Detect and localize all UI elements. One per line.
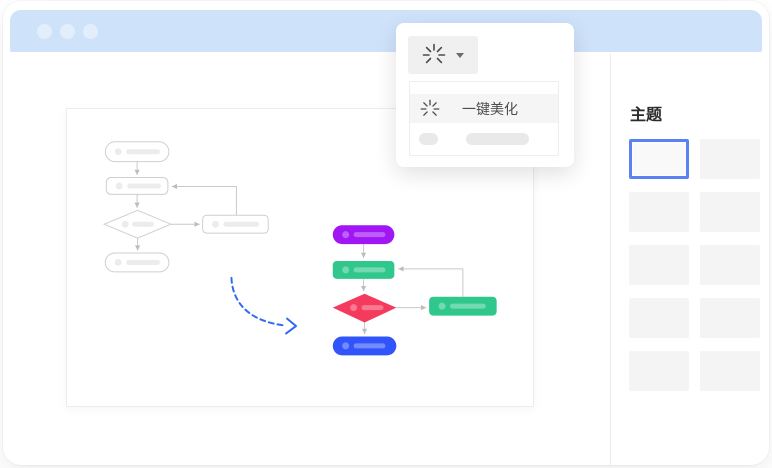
menu-item-beautify[interactable]: 一键美化 bbox=[410, 94, 558, 123]
beautify-menu: 一键美化 bbox=[409, 81, 559, 156]
menu-item-label: 一键美化 bbox=[462, 100, 518, 117]
connector bbox=[360, 244, 464, 334]
caret-down-icon bbox=[456, 52, 464, 58]
start-node-styled[interactable] bbox=[332, 225, 395, 245]
placeholder-pill bbox=[419, 133, 438, 145]
beautify-transition-arrow bbox=[230, 276, 298, 335]
window-dot[interactable] bbox=[37, 24, 52, 39]
sidebar-divider bbox=[610, 53, 611, 465]
sidebar-title: 主题 bbox=[630, 107, 663, 124]
side-process-node-styled[interactable] bbox=[429, 296, 497, 316]
window-dot[interactable] bbox=[60, 24, 75, 39]
connector bbox=[134, 161, 237, 251]
end-node-styled[interactable] bbox=[332, 336, 397, 356]
app-window: 主题 一键美化 bbox=[3, 1, 769, 465]
theme-thumbnail[interactable] bbox=[700, 139, 760, 179]
window-dot[interactable] bbox=[83, 24, 98, 39]
theme-grid bbox=[629, 139, 769, 391]
beautify-popup: 一键美化 bbox=[396, 23, 574, 167]
menu-top-spacer bbox=[410, 82, 558, 94]
theme-thumbnail[interactable] bbox=[629, 298, 689, 338]
beautify-tool-button[interactable] bbox=[408, 36, 478, 74]
theme-thumbnail[interactable] bbox=[700, 192, 760, 232]
decision-node-styled[interactable] bbox=[332, 293, 397, 323]
process-node-styled[interactable] bbox=[332, 260, 395, 279]
source-flowchart bbox=[103, 141, 269, 273]
menu-item-placeholder bbox=[410, 123, 558, 155]
node-placeholder-content bbox=[114, 148, 260, 266]
theme-thumbnail[interactable] bbox=[700, 351, 760, 391]
theme-thumbnail[interactable] bbox=[629, 351, 689, 391]
theme-thumbnail[interactable] bbox=[629, 245, 689, 285]
beautify-burst-icon bbox=[420, 99, 440, 119]
flowchart-graphic bbox=[103, 141, 497, 356]
placeholder-pill bbox=[466, 133, 529, 145]
node-placeholder-content bbox=[342, 231, 486, 350]
beautify-burst-icon bbox=[422, 43, 446, 67]
theme-sidebar: 主题 bbox=[611, 53, 769, 465]
theme-thumbnail[interactable] bbox=[700, 245, 760, 285]
theme-thumbnail[interactable] bbox=[700, 298, 760, 338]
theme-thumbnail-selected[interactable] bbox=[629, 139, 689, 179]
beautified-flowchart bbox=[332, 225, 497, 356]
window-titlebar bbox=[10, 10, 762, 52]
theme-thumbnail[interactable] bbox=[629, 192, 689, 232]
